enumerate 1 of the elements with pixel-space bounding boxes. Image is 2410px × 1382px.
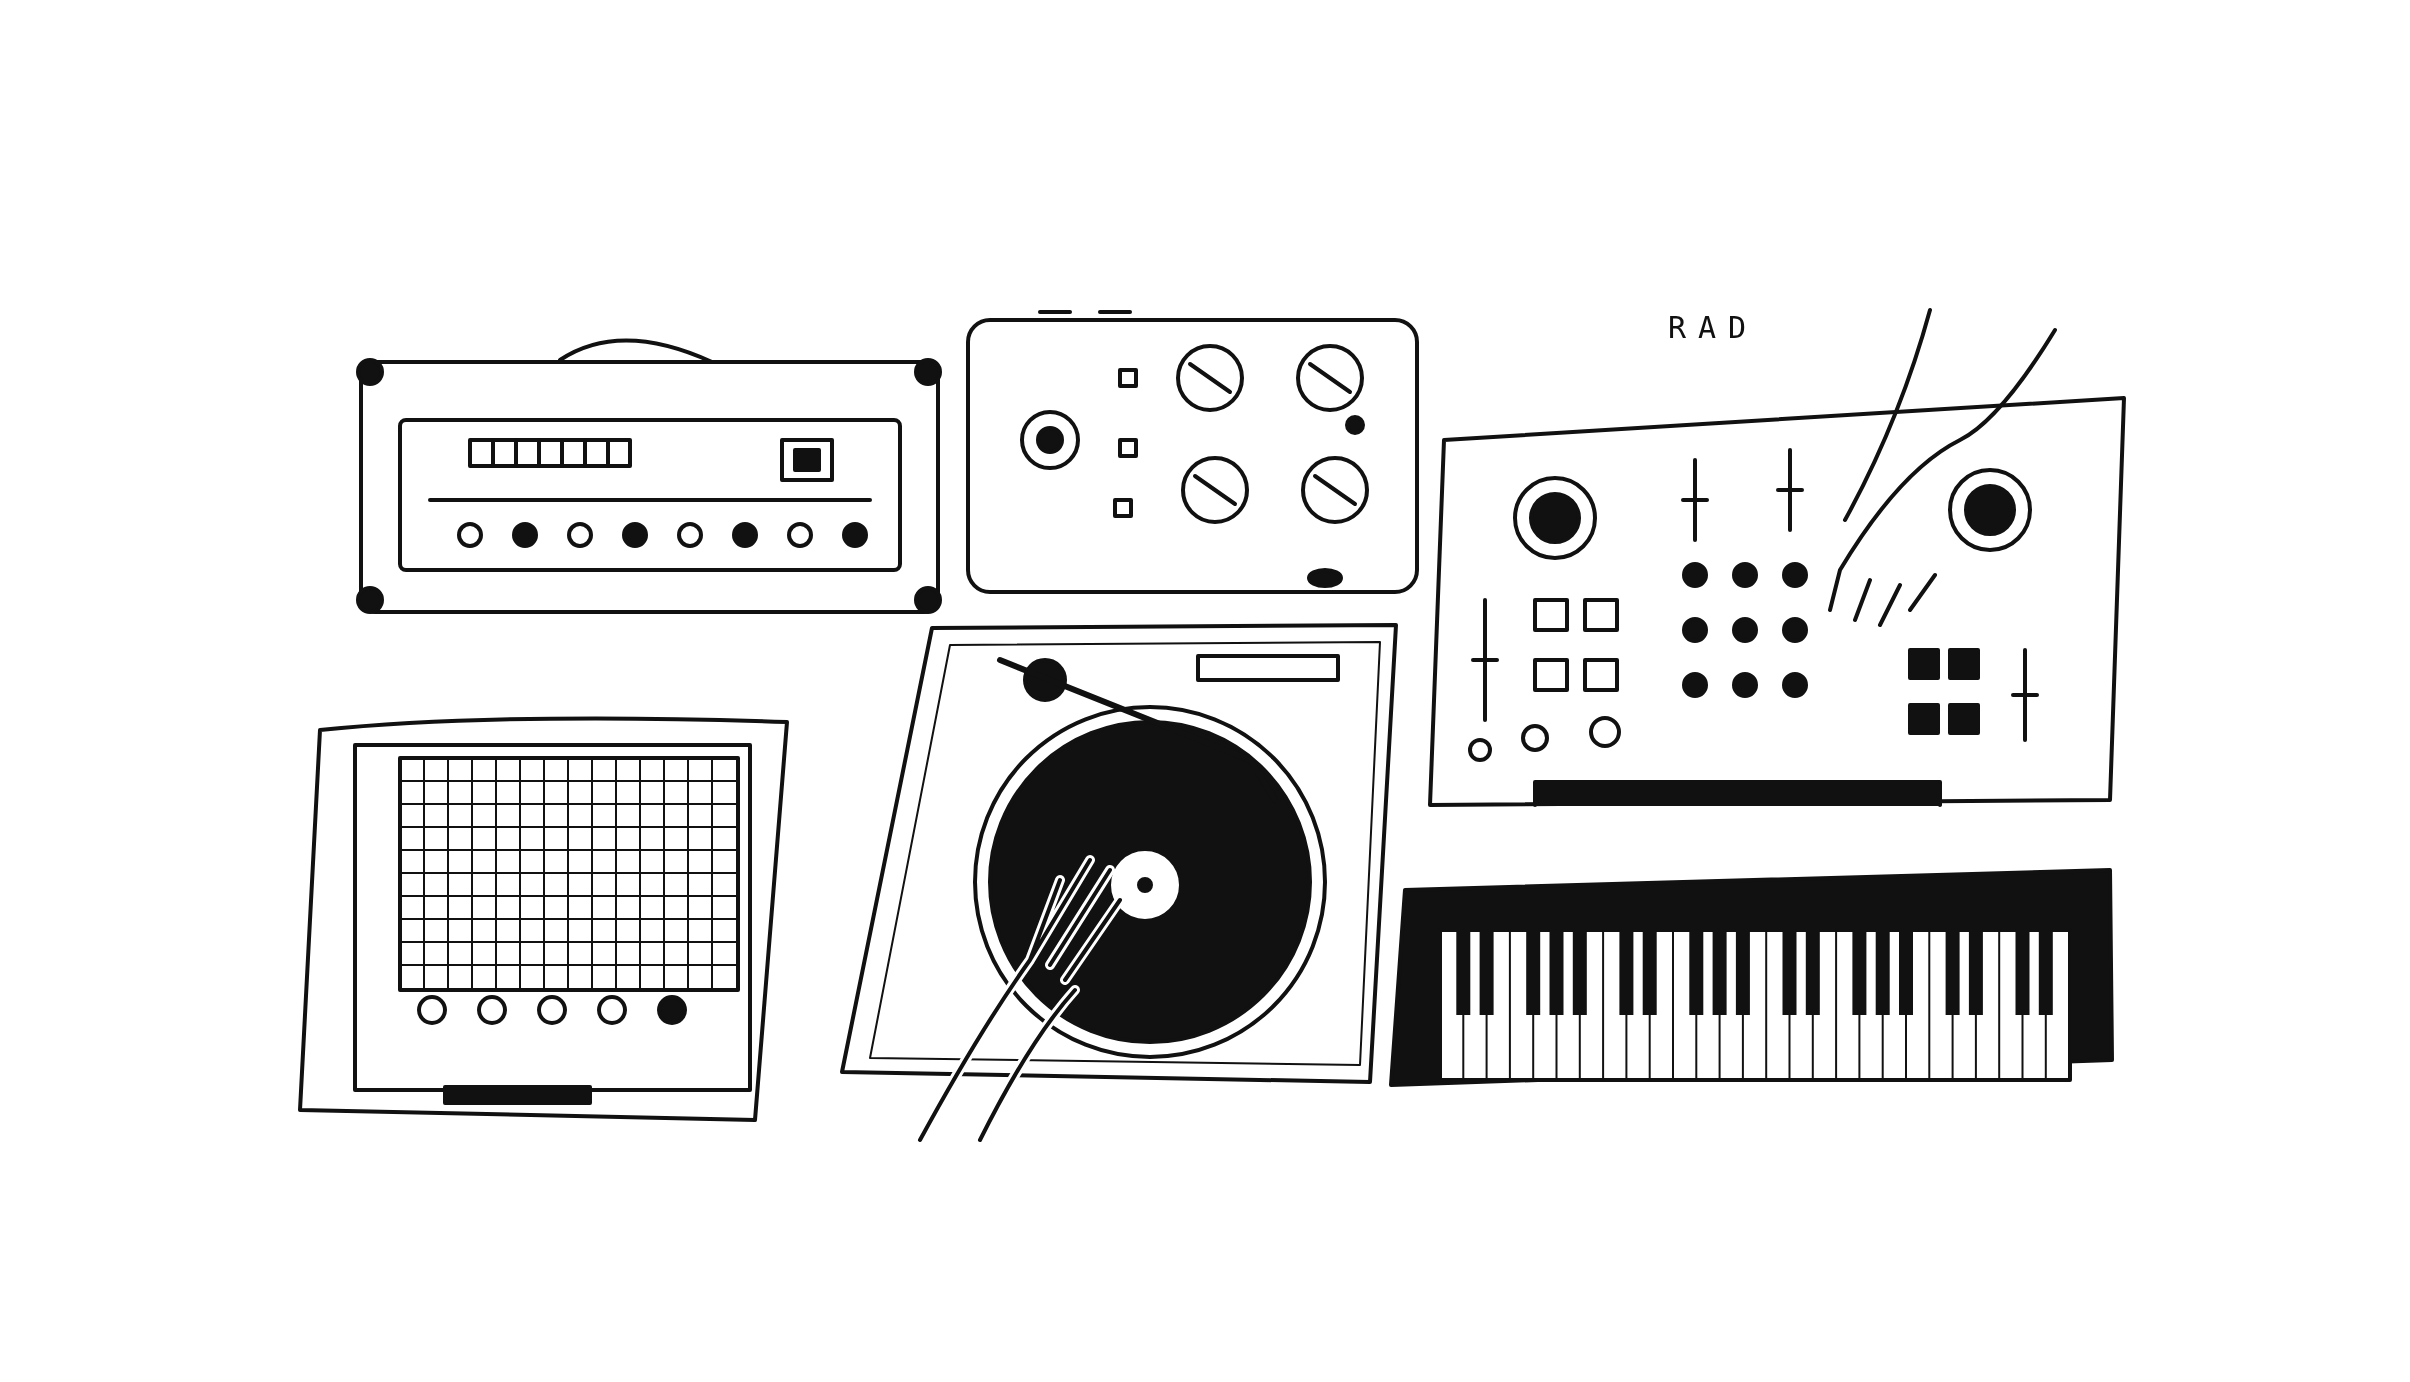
handwritten-note: RAD bbox=[1668, 310, 1759, 345]
